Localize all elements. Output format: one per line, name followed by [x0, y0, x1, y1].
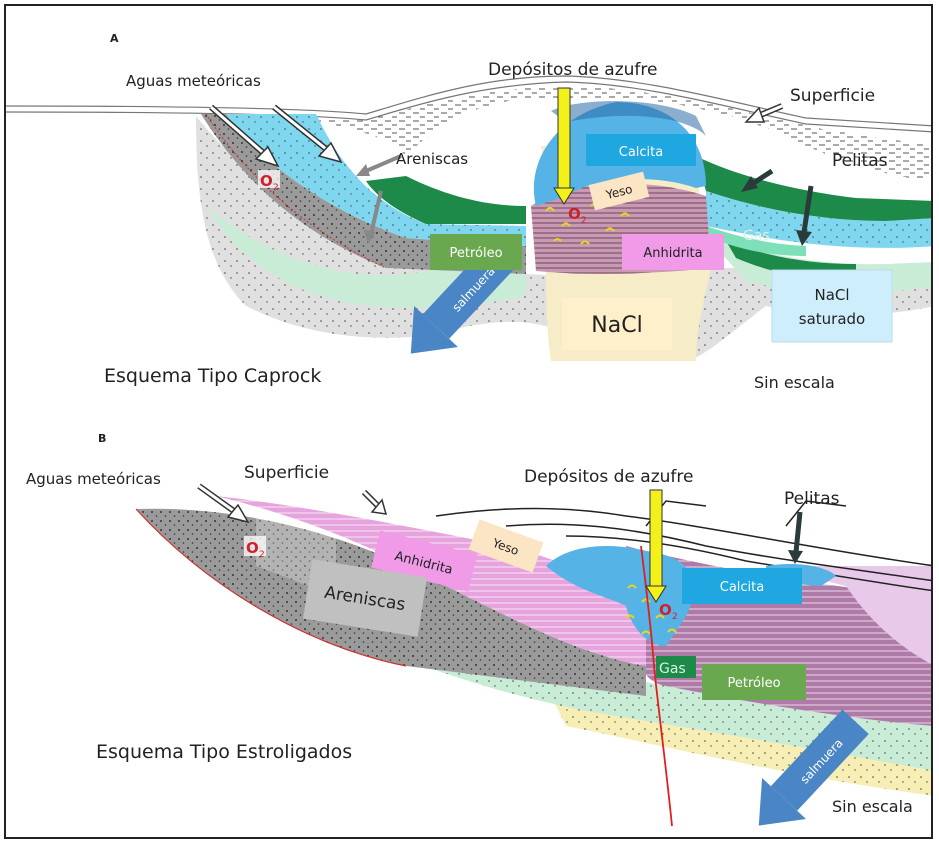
- nacl-label-a: NaCl: [591, 313, 642, 338]
- nacl-saturated-box-a: [772, 270, 892, 342]
- sandstone-label-a: Areniscas: [396, 150, 468, 168]
- panel-b: B: [26, 432, 933, 839]
- shale-label-b: Pelitas: [784, 489, 840, 509]
- panel-a-title: Esquema Tipo Caprock: [104, 365, 321, 387]
- surface-label-b: Superficie: [244, 463, 329, 483]
- oxygen-label-b1: O: [246, 539, 259, 557]
- panel-a: A: [6, 32, 933, 392]
- oxygen-sub-a1: 2: [273, 183, 279, 193]
- sulfur-deposits-label-b: Depósitos de azufre: [524, 467, 693, 487]
- oxygen-label-b2: O: [659, 601, 672, 619]
- geology-diagram: A: [6, 6, 933, 839]
- oil-label-a: Petróleo: [449, 246, 502, 261]
- gas-label-b: Gas: [659, 661, 686, 677]
- oxygen-label-a2: O: [568, 205, 581, 223]
- calcite-label-b: Calcita: [720, 580, 764, 595]
- meteoric-water-label-b: Aguas meteóricas: [26, 470, 161, 488]
- sulfur-deposits-label-a: Depósitos de azufre: [488, 60, 657, 80]
- figure-frame: A: [4, 4, 933, 839]
- panel-a-letter: A: [110, 32, 119, 45]
- panel-b-title: Esquema Tipo Estroligados: [96, 741, 352, 763]
- scale-note-b: Sin escala: [832, 797, 913, 816]
- nacl-saturated-line2-a: saturado: [799, 310, 865, 328]
- surface-label-a: Superficie: [790, 86, 875, 106]
- shale-label-a: Pelitas: [832, 151, 888, 171]
- meteoric-water-label-a: Aguas meteóricas: [126, 72, 261, 90]
- calcite-label-a: Calcita: [619, 145, 663, 160]
- oxygen-sub-b1: 2: [259, 550, 265, 560]
- oxygen-sub-a2: 2: [581, 216, 587, 226]
- anhydrite-label-a: Anhidrita: [643, 246, 702, 261]
- surface-arrow-b: [364, 492, 386, 514]
- gas-label-a: Gas: [743, 228, 770, 244]
- panel-b-letter: B: [98, 432, 106, 445]
- oxygen-label-a1: O: [260, 172, 273, 190]
- oil-label-b: Petróleo: [727, 676, 780, 691]
- scale-note-a: Sin escala: [754, 373, 835, 392]
- nacl-saturated-line1-a: NaCl: [814, 286, 849, 304]
- oxygen-sub-b2: 2: [672, 612, 678, 622]
